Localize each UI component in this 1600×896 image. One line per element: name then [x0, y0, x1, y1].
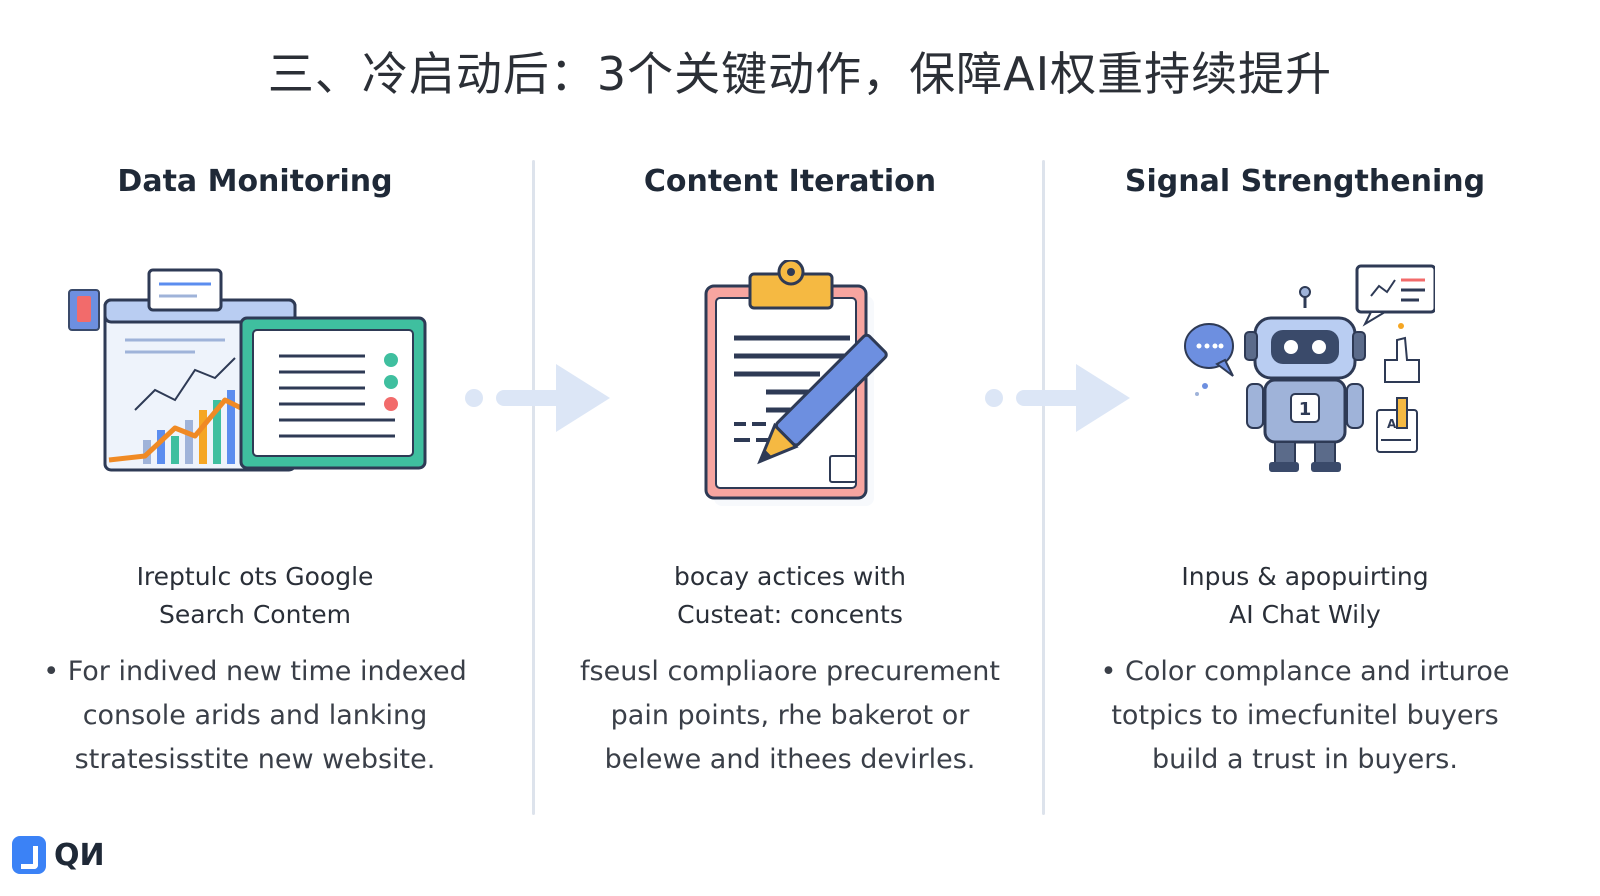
column-data-monitoring: Data Monitoring: [20, 150, 490, 800]
column-subtitle: bocay actices with Custeat: concents: [555, 558, 1025, 634]
ai-robot-icon: 1 A: [1070, 260, 1540, 520]
analytics-dashboard-icon: [20, 260, 490, 520]
subtitle-line: AI Chat Wily: [1229, 600, 1381, 629]
logo-text: QИ: [54, 837, 105, 873]
page-title: 三、冷启动后：3个关键动作，保障AI权重持续提升: [267, 47, 1333, 101]
column-heading: Content Iteration: [643, 164, 937, 199]
column-divider-right: [1042, 160, 1045, 815]
subtitle-line: Search Contem: [159, 600, 351, 629]
description-line: build a trust in buyers.: [1152, 744, 1458, 775]
column-subtitle: Inpus & apopuirting AI Chat Wily: [1070, 558, 1540, 634]
column-description: • For indived new time indexed console a…: [20, 650, 490, 782]
subtitle-line: Inpus & apopuirting: [1181, 562, 1429, 591]
description-line: • For indived new time indexed: [43, 656, 467, 687]
description-line: totpics to imecfunitel buyers: [1111, 700, 1499, 731]
column-divider-left: [532, 160, 535, 815]
description-line: stratesisstite new website.: [74, 744, 436, 775]
column-content-iteration: Content Iteration: [555, 150, 1025, 800]
column-heading: Signal Strengthening: [1124, 164, 1486, 199]
brand-logo: QИ: [12, 836, 105, 874]
flow-arrow-2-icon: [985, 364, 1130, 432]
subtitle-line: bocay actices with: [674, 562, 906, 591]
description-line: console arids and lanking: [82, 700, 428, 731]
column-heading: Data Monitoring: [117, 164, 393, 199]
description-line: pain points, rhe bakerot or: [610, 700, 970, 731]
svg-text:1: 1: [1299, 399, 1312, 420]
description-line: fseusl compliaore precurement: [580, 656, 1000, 687]
flow-arrow-1-icon: [465, 364, 610, 432]
column-description: fseusl compliaore precurement pain point…: [555, 650, 1025, 782]
subtitle-line: Custeat: concents: [677, 600, 903, 629]
logo-mark-icon: [12, 836, 46, 874]
svg-text:A: A: [1387, 417, 1397, 431]
column-signal-strengthening: Signal Strengthening 1: [1070, 150, 1540, 800]
subtitle-line: Ireptulc ots Google: [136, 562, 374, 591]
column-description: • Color complance and irturoe totpics to…: [1070, 650, 1540, 782]
column-subtitle: Ireptulc ots Google Search Contem: [20, 558, 490, 634]
description-line: • Color complance and irturoe: [1100, 656, 1510, 687]
clipboard-pencil-icon: [555, 260, 1025, 520]
description-line: belewe and ithees devirles.: [604, 744, 976, 775]
